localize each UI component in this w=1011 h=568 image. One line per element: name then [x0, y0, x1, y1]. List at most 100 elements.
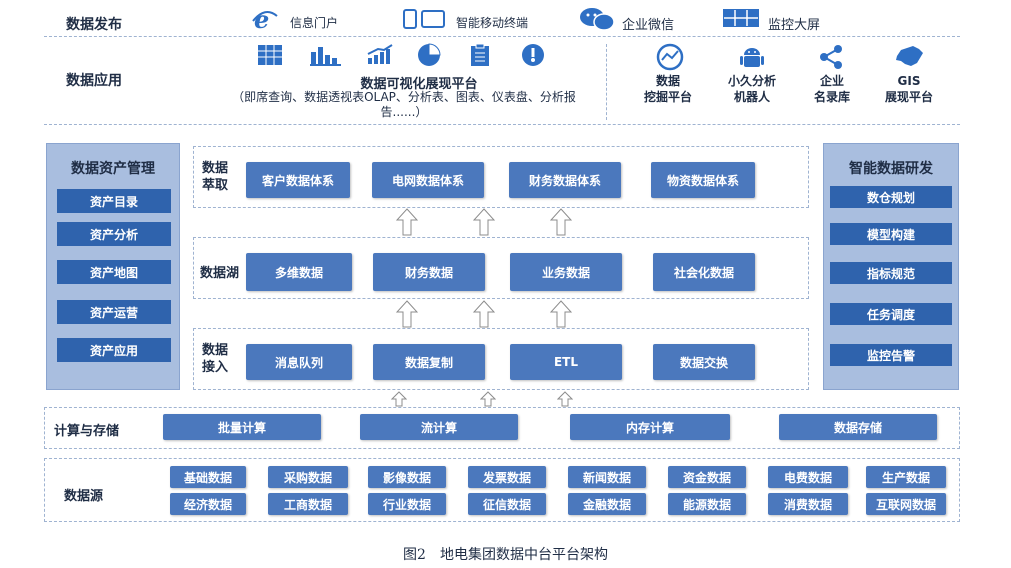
up-arrow-icon	[472, 300, 496, 332]
up-arrow-icon	[472, 208, 496, 240]
app-gis-platform[interactable]: GIS 展现平台	[874, 73, 944, 105]
asset-map-item[interactable]: 资产地图	[57, 260, 171, 284]
message-queue[interactable]: 消息队列	[246, 344, 352, 380]
app-company-directory[interactable]: 企业 名录库	[800, 73, 864, 105]
publish-item-portal[interactable]: 信息门户	[290, 16, 339, 30]
table-icon	[257, 44, 283, 70]
asset-catalog-item[interactable]: 资产目录	[57, 189, 171, 213]
app-analysis-robot[interactable]: 小久分析 机器人	[716, 73, 788, 105]
task-scheduling-item[interactable]: 任务调度	[830, 303, 952, 325]
extract-label-line2: 萃取	[202, 178, 229, 193]
lake-layer-label: 数据湖	[200, 266, 240, 281]
source-fund[interactable]: 资金数据	[668, 466, 746, 488]
source-invoice[interactable]: 发票数据	[468, 466, 546, 488]
data-rnd-title: 智能数据研发	[849, 161, 933, 177]
app-data-mining[interactable]: 数据 挖掘平台	[634, 73, 702, 105]
source-layer-label: 数据源	[64, 489, 104, 504]
source-energy[interactable]: 能源数据	[668, 493, 746, 515]
apps-label: 数据应用	[66, 73, 122, 89]
source-consumption[interactable]: 消费数据	[768, 493, 848, 515]
extract-layer	[193, 146, 809, 208]
source-electricity[interactable]: 电费数据	[768, 466, 848, 488]
dashboard-gauge-icon	[520, 43, 546, 71]
data-replication[interactable]: 数据复制	[373, 344, 485, 380]
asset-analysis-item[interactable]: 资产分析	[57, 222, 171, 246]
memory-compute[interactable]: 内存计算	[570, 414, 730, 440]
apps-bottom-divider	[44, 124, 960, 125]
publish-label: 数据发布	[66, 17, 122, 33]
app-data-mining-line2: 挖掘平台	[643, 90, 692, 104]
ie-icon: e	[252, 5, 278, 36]
compute-layer	[44, 407, 960, 449]
source-internet[interactable]: 互联网数据	[866, 493, 946, 515]
multidim-data[interactable]: 多维数据	[246, 253, 352, 291]
model-building-item[interactable]: 模型构建	[830, 223, 952, 245]
source-news[interactable]: 新闻数据	[568, 466, 646, 488]
asset-management-title: 数据资产管理	[71, 161, 155, 177]
grid-data-system[interactable]: 电网数据体系	[372, 162, 484, 198]
batch-compute[interactable]: 批量计算	[163, 414, 321, 440]
app-gis-platform-line1: GIS	[897, 74, 921, 88]
source-image[interactable]: 影像数据	[368, 466, 446, 488]
source-credit[interactable]: 征信数据	[468, 493, 546, 515]
visual-platform-desc: （即席查询、数据透视表OLAP、分析表、图表、仪表盘、分析报告......）	[232, 90, 576, 119]
source-finance[interactable]: 金融数据	[568, 493, 646, 515]
apps-divider	[606, 44, 607, 120]
source-business-registry[interactable]: 工商数据	[268, 493, 348, 515]
source-basic[interactable]: 基础数据	[170, 466, 246, 488]
asset-operation-item[interactable]: 资产运营	[57, 300, 171, 324]
lake-layer	[193, 237, 809, 299]
warehouse-planning-item[interactable]: 数仓规划	[830, 186, 952, 208]
pie-chart-icon	[416, 43, 442, 71]
publish-divider	[44, 36, 960, 37]
source-purchase[interactable]: 采购数据	[268, 466, 348, 488]
customer-data-system[interactable]: 客户数据体系	[246, 162, 350, 198]
business-data[interactable]: 业务数据	[510, 253, 622, 291]
android-robot-icon	[739, 43, 765, 75]
source-production[interactable]: 生产数据	[866, 466, 946, 488]
source-economy[interactable]: 经济数据	[170, 493, 246, 515]
app-analysis-robot-line1: 小久分析	[727, 74, 776, 88]
finance-data-system[interactable]: 财务数据体系	[509, 162, 621, 198]
extract-label-line1: 数据	[202, 161, 229, 176]
up-arrow-icon	[549, 208, 573, 240]
asset-management-panel: 数据资产管理 资产目录 资产分析 资产地图 资产运营 资产应用	[46, 143, 180, 390]
app-data-mining-line1: 数据	[655, 74, 680, 88]
metric-standard-item[interactable]: 指标规范	[830, 262, 952, 284]
china-map-icon	[893, 44, 925, 74]
publish-item-wechat[interactable]: 企业微信	[622, 18, 675, 33]
figure-caption: 图2 地电集团数据中台平台架构	[403, 547, 608, 563]
up-arrow-icon	[479, 391, 497, 411]
ingest-label-line2: 接入	[202, 360, 229, 375]
source-industry[interactable]: 行业数据	[368, 493, 446, 515]
app-gis-platform-line2: 展现平台	[884, 90, 933, 104]
up-arrow-icon	[556, 391, 574, 411]
publish-item-screen[interactable]: 监控大屏	[768, 18, 821, 33]
monitor-screen-icon	[722, 8, 760, 32]
extract-layer-label: 数据 萃取	[202, 160, 228, 194]
up-arrow-icon	[390, 391, 408, 411]
social-data[interactable]: 社会化数据	[653, 253, 755, 291]
compute-layer-label: 计算与存储	[54, 424, 120, 439]
mobile-terminal-icon	[402, 8, 448, 34]
app-company-directory-line2: 名录库	[813, 90, 850, 104]
ingest-layer	[193, 328, 809, 390]
visual-platform-title: 数据可视化展现平台	[360, 77, 478, 92]
up-arrow-icon	[395, 208, 419, 240]
mining-chart-icon	[656, 43, 684, 75]
stream-compute[interactable]: 流计算	[360, 414, 518, 440]
publish-item-mobile[interactable]: 智能移动终端	[456, 16, 529, 30]
material-data-system[interactable]: 物资数据体系	[651, 162, 755, 198]
data-exchange[interactable]: 数据交换	[653, 344, 755, 380]
app-company-directory-line1: 企业	[819, 74, 844, 88]
app-analysis-robot-line2: 机器人	[733, 90, 770, 104]
asset-application-item[interactable]: 资产应用	[57, 338, 171, 362]
monitor-alert-item[interactable]: 监控告警	[830, 344, 952, 366]
share-network-icon	[818, 44, 844, 74]
data-storage[interactable]: 数据存储	[779, 414, 937, 440]
up-arrow-icon	[395, 300, 419, 332]
ingest-label-line1: 数据	[202, 343, 229, 358]
source-layer	[44, 458, 960, 522]
etl[interactable]: ETL	[510, 344, 622, 380]
finance-data[interactable]: 财务数据	[373, 253, 485, 291]
